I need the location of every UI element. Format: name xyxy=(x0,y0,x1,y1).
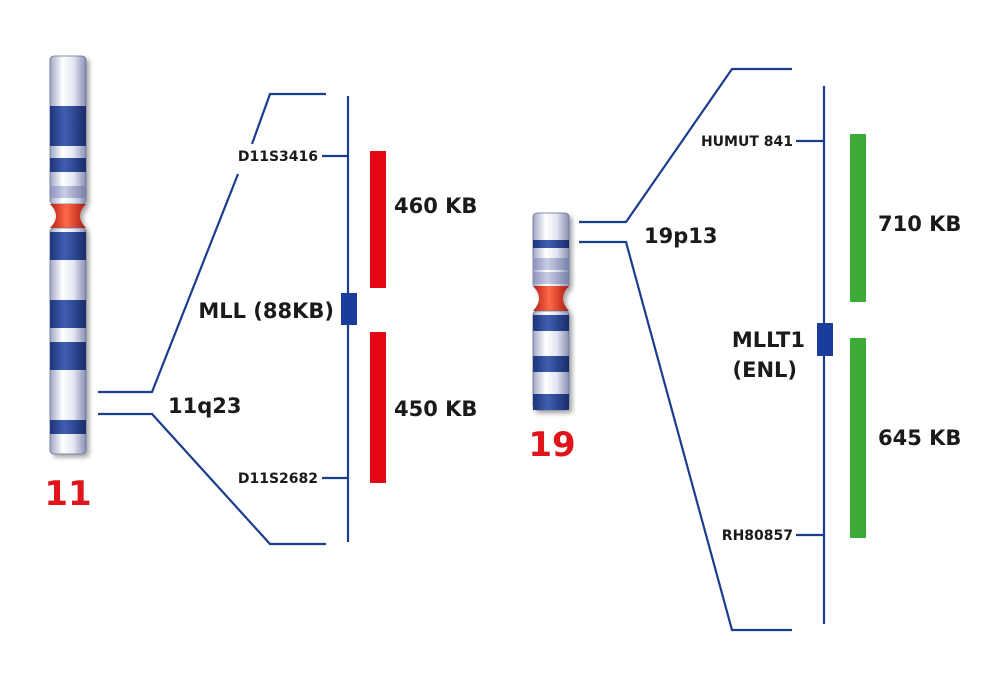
segment-645kb-bar xyxy=(850,338,866,538)
mll-gene-label: MLL (88KB) xyxy=(198,299,334,323)
band-11q23-label: 11q23 xyxy=(168,394,241,418)
mllt1-gene-label-line1: MLLT1 xyxy=(732,328,805,352)
segment-710kb-label: 710 KB xyxy=(878,212,961,236)
mllt1-gene-label-line2: (ENL) xyxy=(733,358,798,382)
marker-d11s3416: D11S3416 xyxy=(238,149,318,165)
chromosome-19-number: 19 xyxy=(528,425,575,465)
segment-710kb-bar xyxy=(850,134,866,302)
marker-d11s2682: D11S2682 xyxy=(238,471,318,487)
segment-460kb-bar xyxy=(370,151,386,288)
marker-humut-841: HUMUT 841 xyxy=(701,134,793,150)
segment-645kb-label: 645 KB xyxy=(878,426,961,450)
marker-rh80857: RH80857 xyxy=(722,528,793,544)
band-19p13-label: 19p13 xyxy=(644,224,717,248)
mll-gene-box xyxy=(341,293,357,325)
chromosome-19 xyxy=(533,213,569,410)
mllt1-gene-box xyxy=(817,323,833,356)
chromosome-11 xyxy=(50,56,86,454)
segment-460kb-label: 460 KB xyxy=(394,194,477,218)
chromosome-11-number: 11 xyxy=(44,474,91,514)
segment-450kb-bar xyxy=(370,332,386,483)
segment-450kb-label: 450 KB xyxy=(394,397,477,421)
